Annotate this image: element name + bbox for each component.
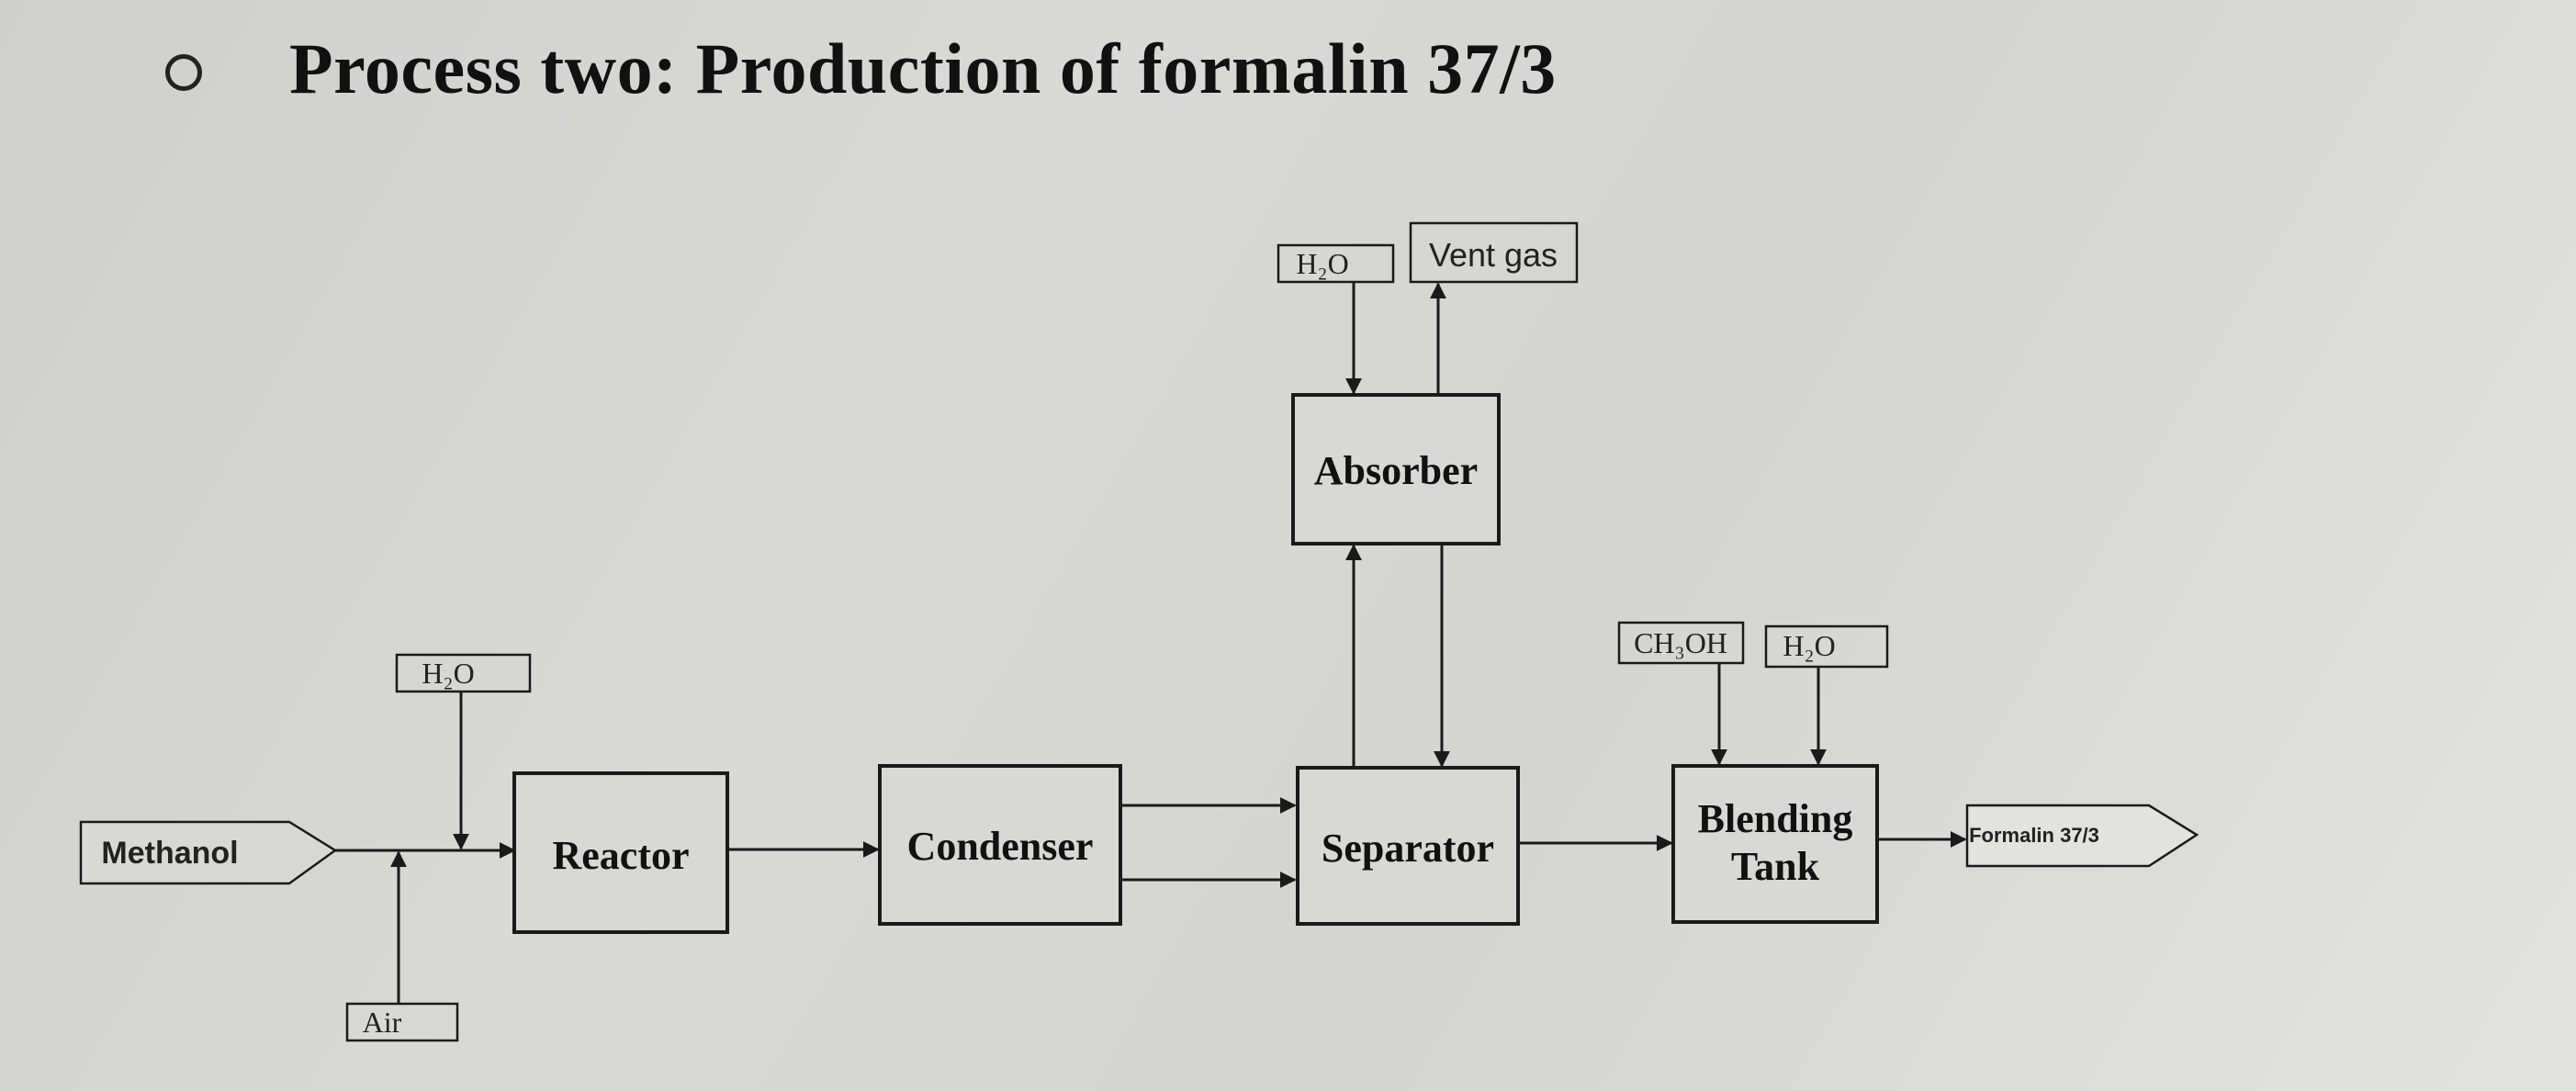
methanol-to-blending-stream: CH₃OH (1617, 621, 1745, 766)
page-title: Process two: Production of formalin 37/3 (289, 28, 1557, 108)
condenser-unit: Condenser (878, 764, 1122, 926)
water-to-reactor-label: H₂O (422, 657, 474, 690)
separator-unit: Separator (1296, 766, 1520, 926)
blending-tank-label-line2: Tank (1731, 844, 1820, 889)
air-stream: Air (345, 850, 459, 1042)
absorber-label: Absorber (1314, 448, 1478, 493)
condenser-label: Condenser (907, 824, 1094, 869)
water-to-blending-label: H₂O (1783, 629, 1835, 662)
reactor-unit: Reactor (512, 771, 729, 934)
air-label: Air (363, 1006, 402, 1039)
bullet-icon (165, 54, 202, 91)
formalin-product-label: Formalin 37/3 (1969, 824, 2099, 847)
methanol-feed-label: Methanol (101, 836, 238, 871)
water-to-reactor-stream: H₂O (395, 653, 532, 850)
water-to-blending-stream: H₂O (1764, 624, 1889, 766)
methanol-to-blending-label: CH₃OH (1634, 626, 1727, 659)
blending-tank-label-line1: Blending (1698, 796, 1853, 841)
water-to-absorber-stream: H₂O (1277, 243, 1395, 395)
vent-gas-stream: Vent gas (1409, 221, 1579, 395)
blending-tank-unit: Blending Tank (1671, 764, 1879, 924)
reactor-label: Reactor (552, 833, 689, 878)
title-row: Process two: Production of formalin 37/3 (165, 18, 1557, 119)
absorber-unit: Absorber (1291, 393, 1501, 546)
vent-gas-label: Vent gas (1429, 236, 1558, 274)
water-to-absorber-label: H₂O (1296, 247, 1348, 280)
separator-label: Separator (1322, 826, 1494, 871)
formalin-product-stream: Formalin 37/3 (1965, 804, 2199, 868)
methanol-feed-stream: Methanol (79, 820, 338, 885)
